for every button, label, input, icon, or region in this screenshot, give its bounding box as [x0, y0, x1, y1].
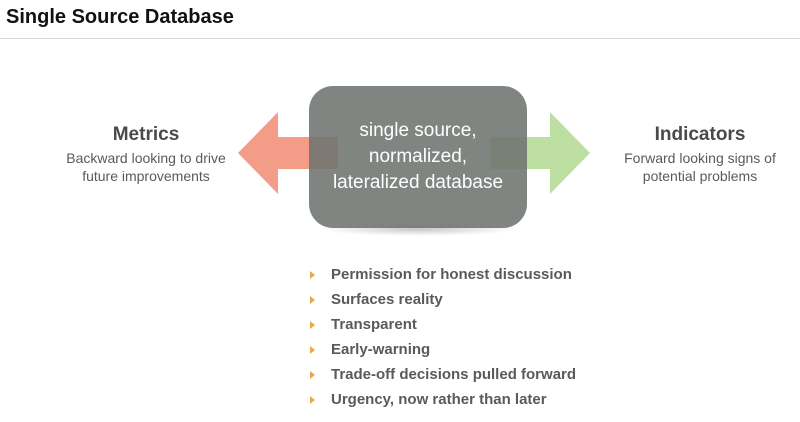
metrics-desc-line: Backward looking to drive — [66, 150, 226, 166]
benefits-list: Permission for honest discussion Surface… — [308, 262, 576, 412]
triangle-right-icon — [310, 345, 315, 354]
slide-title: Single Source Database — [6, 6, 234, 28]
indicators-heading: Indicators — [654, 124, 746, 145]
triangle-right-icon — [310, 370, 315, 379]
list-item-text: Early-warning — [331, 341, 431, 358]
triangle-right-icon — [310, 270, 315, 279]
title-divider — [0, 38, 800, 39]
list-item: Urgency, now rather than later — [308, 387, 576, 412]
center-line: normalized, — [368, 146, 468, 167]
indicators-block: Indicators Forward looking signs of pote… — [590, 124, 800, 185]
list-item-text: Permission for honest discussion — [331, 266, 572, 283]
metrics-description: Backward looking to drive future improve… — [36, 149, 256, 185]
center-database-box: single source, normalized, lateralized d… — [309, 86, 527, 228]
arrow-right-icon — [490, 112, 590, 194]
list-item: Trade-off decisions pulled forward — [308, 362, 576, 387]
list-item: Surfaces reality — [308, 287, 576, 312]
indicators-desc-line: potential problems — [642, 168, 758, 184]
list-item-text: Trade-off decisions pulled forward — [331, 366, 577, 383]
triangle-right-icon — [310, 295, 315, 304]
list-item: Early-warning — [308, 337, 576, 362]
list-item: Permission for honest discussion — [308, 262, 576, 287]
center-database-label: single source, normalized, lateralized d… — [333, 118, 503, 196]
arrow-right-shape — [490, 112, 590, 194]
list-item-text: Urgency, now rather than later — [331, 391, 547, 408]
triangle-right-icon — [310, 320, 315, 329]
triangle-right-icon — [310, 395, 315, 404]
metrics-block: Metrics Backward looking to drive future… — [36, 124, 256, 185]
indicators-description: Forward looking signs of potential probl… — [590, 149, 800, 185]
list-item-text: Surfaces reality — [331, 291, 443, 308]
metrics-desc-line: future improvements — [82, 168, 210, 184]
arrow-left-shape — [238, 112, 338, 194]
list-item-text: Transparent — [331, 316, 417, 333]
center-line: single source, — [359, 120, 477, 141]
center-line: lateralized database — [332, 172, 504, 193]
list-item: Transparent — [308, 312, 576, 337]
metrics-heading: Metrics — [112, 124, 180, 145]
indicators-desc-line: Forward looking signs of — [624, 150, 776, 166]
arrow-left-icon — [238, 112, 338, 194]
